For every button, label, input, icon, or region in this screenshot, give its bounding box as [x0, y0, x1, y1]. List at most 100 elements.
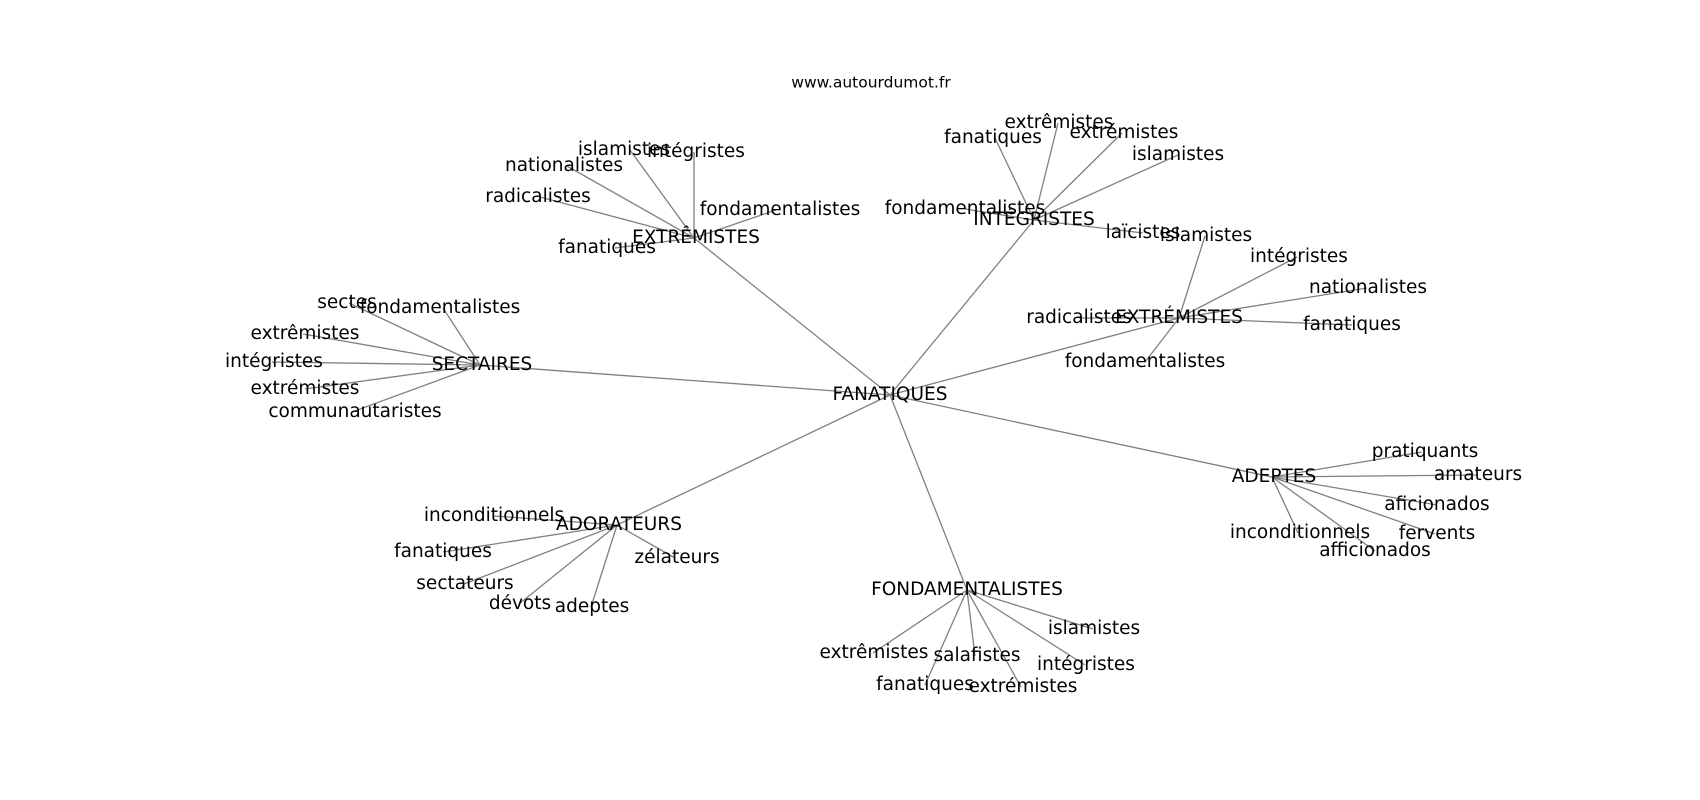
edge-adeptes-fervents: [1271, 476, 1436, 535]
edge-fondamentalistes-islamistes: [966, 589, 1094, 630]
graph-labels: FANATIQUESEXTRÊMISTESislamistesintégrist…: [225, 112, 1522, 697]
edge-sectaires-integristes: [271, 361, 481, 366]
edge-adeptes-pratiquants: [1271, 451, 1423, 478]
node-cluster-extremistes: EXTRÉMISTES: [1115, 306, 1243, 328]
node-word-aficionados: aficionados: [1384, 494, 1489, 515]
node-word-fervents: fervents: [1399, 523, 1475, 544]
node-word-nationalistes: nationalistes: [1309, 277, 1427, 298]
node-word-islamistes: islamistes: [578, 139, 670, 160]
node-word-fanatiques: fanatiques: [1303, 314, 1401, 335]
edge-extremistes-radicalistes: [539, 196, 695, 239]
node-cluster-adorateurs: ADORATEURS: [556, 514, 682, 535]
node-word-afficionados: afficionados: [1319, 540, 1431, 561]
node-word-pratiquants: pratiquants: [1372, 441, 1479, 462]
node-word-nationalistes: nationalistes: [505, 155, 623, 176]
node-word-integristes: intégristes: [225, 351, 323, 372]
node-word-sectateurs: sectateurs: [416, 573, 513, 594]
edge-sectaires-sectes: [348, 302, 481, 366]
edge-extremistes-fondamentalistes: [693, 209, 777, 239]
node-word-extremistes: extrêmistes: [820, 642, 929, 663]
edge-adorateurs-sectateurs: [463, 524, 618, 585]
node-word-fondamentalistes: fondamentalistes: [885, 198, 1046, 219]
edge-adorateurs-adeptes: [590, 524, 618, 608]
node-word-inconditionnels: inconditionnels: [424, 505, 564, 526]
graph-edges: [271, 122, 1479, 688]
node-word-islamistes: islamistes: [1048, 618, 1140, 639]
node-word-radicalistes: radicalistes: [1026, 307, 1132, 328]
edge-adeptes-amateurs: [1271, 474, 1479, 478]
node-word-fanatiques: fanatiques: [876, 674, 974, 695]
edge-extremistes-nationalistes: [1178, 287, 1368, 319]
edge-fondamentalistes-salafistes: [966, 589, 976, 657]
edge-root-sectaires: [479, 364, 891, 396]
edge-sectaires-communautaristes: [351, 364, 481, 413]
node-word-adeptes: adeptes: [555, 596, 629, 617]
edge-fondamentalistes-fanatiques: [924, 589, 968, 686]
node-word-communautaristes: communautaristes: [268, 401, 441, 422]
edge-integristes-extremistes: [1033, 132, 1123, 221]
edge-adeptes-inconditionnels: [1271, 476, 1299, 534]
edge-adorateurs-devots: [518, 524, 618, 605]
node-word-extremistes: extrêmistes: [251, 323, 360, 344]
edge-adorateurs-fanatiques: [442, 524, 618, 553]
edge-integristes-fanatiques: [994, 137, 1035, 221]
edge-extremistes-fondamentalistes: [1144, 317, 1180, 363]
node-word-extremistes: extrêmistes: [1005, 112, 1114, 133]
edge-extremistes-islamistes: [1178, 235, 1206, 319]
edge-extremistes-islamistes: [629, 149, 695, 239]
node-word-fondamentalistes: fondamentalistes: [1065, 351, 1226, 372]
edge-root-adorateurs: [616, 394, 891, 526]
node-word-zelateurs: zélateurs: [634, 547, 719, 568]
edge-root-extremistes: [889, 317, 1180, 396]
node-word-fondamentalistes: fondamentalistes: [360, 297, 521, 318]
edge-fondamentalistes-extremistes: [872, 589, 968, 654]
node-cluster-fondamentalistes: FONDAMENTALISTES: [871, 579, 1063, 600]
node-word-inconditionnels: inconditionnels: [1230, 522, 1370, 543]
edge-sectaires-extremistes: [304, 364, 481, 390]
node-root-fanatiques: FANATIQUES: [833, 384, 948, 405]
edge-integristes-islamistes: [1033, 154, 1179, 221]
node-word-extremistes: extrémistes: [969, 676, 1078, 697]
edge-extremistes-integristes: [1178, 256, 1298, 319]
node-cluster-sectaires: SECTAIRES: [432, 354, 533, 375]
node-word-salafistes: salafistes: [933, 645, 1020, 666]
edge-adorateurs-zelateurs: [616, 524, 676, 559]
node-word-fanatiques: fanatiques: [944, 127, 1042, 148]
node-word-integristes: intégristes: [647, 141, 745, 162]
edge-integristes-extremistes: [1033, 122, 1059, 221]
site-watermark: www.autourdumot.fr: [791, 74, 951, 92]
edge-root-adeptes: [889, 394, 1273, 478]
node-word-laicistes: laïcistes: [1106, 222, 1181, 243]
node-word-islamistes: islamistes: [1160, 225, 1252, 246]
edge-extremistes-fanatiques: [1178, 317, 1353, 326]
node-word-integristes: intégristes: [1037, 654, 1135, 675]
edge-adeptes-afficionados: [1271, 476, 1376, 552]
edge-adeptes-aficionados: [1271, 476, 1438, 506]
node-cluster-extremistes: EXTRÊMISTES: [632, 226, 760, 248]
node-word-devots: dévots: [489, 593, 551, 614]
edge-integristes-laicistes: [1033, 219, 1144, 234]
node-word-integristes: intégristes: [1250, 246, 1348, 267]
node-word-fanatiques: fanatiques: [558, 237, 656, 258]
edge-root-fondamentalistes: [889, 394, 968, 591]
edge-adorateurs-inconditionnels: [493, 515, 618, 526]
edge-sectaires-extremistes: [302, 333, 481, 366]
node-cluster-adeptes: ADEPTES: [1232, 466, 1316, 487]
edge-sectaires-fondamentalistes: [442, 307, 481, 366]
node-word-extremistes: extrémistes: [251, 378, 360, 399]
node-word-sectes: sectes: [317, 292, 376, 313]
node-word-extremistes: extrémistes: [1070, 122, 1179, 143]
edge-integristes-fondamentalistes: [964, 208, 1035, 221]
node-word-amateurs: amateurs: [1434, 464, 1522, 485]
edge-fondamentalistes-integristes: [966, 589, 1086, 666]
edge-root-integristes: [889, 219, 1035, 396]
node-cluster-integristes: INTÉGRISTES: [973, 208, 1094, 230]
node-word-fanatiques: fanatiques: [394, 541, 492, 562]
edge-fondamentalistes-extremistes: [966, 589, 1022, 688]
node-word-islamistes: islamistes: [1132, 144, 1224, 165]
node-word-radicalistes: radicalistes: [485, 186, 591, 207]
edge-extremistes-nationalistes: [566, 165, 695, 239]
edge-extremistes-fanatiques: [614, 237, 695, 249]
node-word-fondamentalistes: fondamentalistes: [700, 199, 861, 220]
edge-root-extremistes: [693, 237, 891, 396]
